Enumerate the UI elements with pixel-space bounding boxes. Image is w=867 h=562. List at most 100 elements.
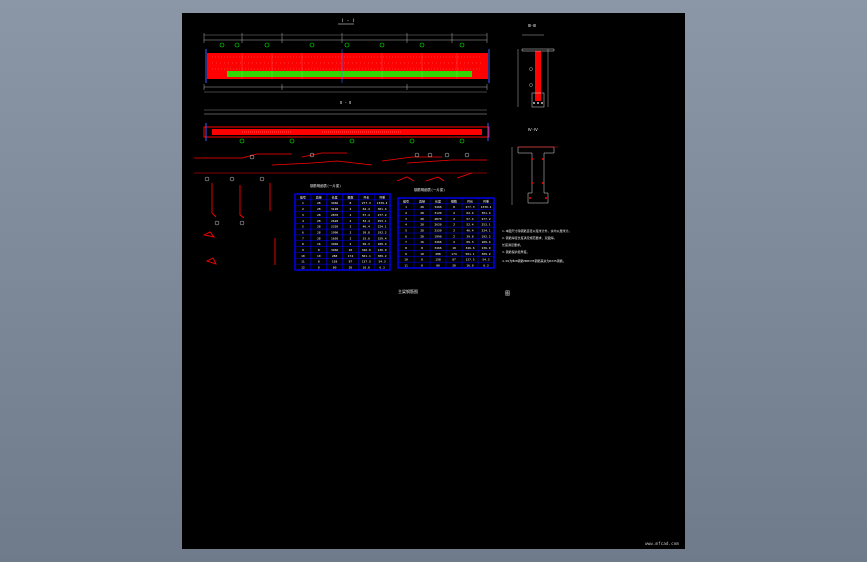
table-1-cell: 137.5 <box>362 260 371 264</box>
table-1-cell: 224.1 <box>378 225 387 229</box>
table-1-cell: 8 <box>318 260 320 264</box>
table-1-cell: 2320 <box>331 225 338 229</box>
watermark-stamp: www.mfcad.com <box>645 541 679 546</box>
note-1: 1.本图尺寸除钢筋直径以毫米计外，余均以厘米计。 <box>502 228 572 233</box>
table-2-cell: 69.3 <box>466 240 473 244</box>
note-5: 4.N1为Φ28钢筋HRB335钢筋其余为R235钢筋。 <box>502 258 566 263</box>
table-2-cell: 501.1 <box>465 252 474 256</box>
table-1-cell: 2 <box>350 242 352 246</box>
table-2-cell: 2 <box>453 223 455 227</box>
table-2-header-cell: 共重 <box>483 198 489 203</box>
table-1-cell: 28 <box>317 225 321 229</box>
table-1-cell: 11 <box>301 260 305 264</box>
drawing-viewport[interactable]: Ⅰ - Ⅰ <box>182 13 685 549</box>
table-1-cell: 5 <box>302 225 304 229</box>
table-1-cell: 277.2 <box>378 213 387 217</box>
table-2-cell: 10 <box>420 252 424 256</box>
table-2-cell: 1339.4 <box>481 205 492 209</box>
table-1-cell: 16.0 <box>363 266 370 270</box>
table-1-cell: 33.0 <box>363 236 370 240</box>
table-1-cell: 1990 <box>331 230 338 234</box>
table-2-cell: 158 <box>435 258 441 262</box>
table-2-cell: 301.4 <box>481 211 490 215</box>
table-2-cell: 2320 <box>434 229 441 233</box>
table-2-cell: 62.4 <box>466 211 473 215</box>
table-2-cell: 192.2 <box>481 234 490 238</box>
table-1-cell: 4 <box>302 219 304 223</box>
table-2-header-cell: 直径 <box>419 198 425 203</box>
section-title-mid: Ⅱ - Ⅱ <box>340 100 351 105</box>
table-1-cell: 39.8 <box>363 230 370 234</box>
table-2-cell: 16 <box>420 240 424 244</box>
table-1-cell: 2 <box>302 207 304 211</box>
section-b-label: Ⅳ-Ⅳ <box>528 127 538 132</box>
table-2-cell: 6.3 <box>483 264 489 268</box>
table-2-cell: 16.0 <box>466 264 473 268</box>
table-2-cell: 9 <box>405 252 407 256</box>
table-2-cell: 28 <box>420 205 424 209</box>
table-2-cell: 3466 <box>434 240 441 244</box>
table-2-cell: 2 <box>453 211 455 215</box>
cad-drawing[interactable]: Ⅰ - Ⅰ <box>182 13 685 549</box>
table-1-cell: 2870 <box>331 213 338 217</box>
table-2-cell: 277.2 <box>481 217 490 221</box>
table-2-cell: 137.5 <box>465 258 474 262</box>
table-1-cell: 253.1 <box>378 219 387 223</box>
table-1-cell: 136.9 <box>378 248 387 252</box>
drawing-label: 主梁钢筋图 <box>398 288 418 294</box>
table-1-cell: 2620 <box>331 219 338 223</box>
table-1-cell: 346.6 <box>362 248 371 252</box>
table-1-cell: 28 <box>317 236 321 240</box>
cross-section-b: Ⅳ-Ⅳ <box>511 127 558 205</box>
table-2-cell: 174 <box>451 252 457 256</box>
table-2-cell: 80 <box>436 264 440 268</box>
table-1-header-cell: 根数 <box>347 194 353 199</box>
table-2-cell: 10 <box>452 246 456 250</box>
table-2-header-cell: 根数 <box>451 198 457 203</box>
table-1-cell: 20 <box>349 266 353 270</box>
elevation-view-1: Ⅰ - Ⅰ <box>203 18 490 93</box>
table-2-cell: 3 <box>405 217 407 221</box>
table-2-cell: 1990 <box>434 234 441 238</box>
table-2-cell: 8 <box>453 205 455 209</box>
table-1-cell: 12 <box>301 266 305 270</box>
table-1-cell: 2 <box>350 225 352 229</box>
table-2-cell: 2 <box>453 240 455 244</box>
table-1-cell: 6.3 <box>379 266 385 270</box>
table-1-cell: 8 <box>350 201 352 205</box>
table-2-cell: 224.1 <box>481 229 490 233</box>
table-2-cell: 11 <box>404 264 408 268</box>
table-2-cell: 2 <box>453 234 455 238</box>
table-1-cell: 277.3 <box>362 201 371 205</box>
table-1-cell: 2 <box>350 230 352 234</box>
table-2-cell: 8 <box>405 246 407 250</box>
table-2-cell: 87 <box>452 258 456 262</box>
table-1-cell: 2 <box>350 207 352 211</box>
table-2-cell: 10 <box>404 258 408 262</box>
table-2-cell: 3466 <box>434 246 441 250</box>
table-1-cell: 57.4 <box>363 213 370 217</box>
table-1-cell: 10 <box>317 254 321 258</box>
table-2-cell: 28 <box>420 211 424 215</box>
table-1-cell: 46.4 <box>363 225 370 229</box>
table-2-cell: 28 <box>420 229 424 233</box>
table-1-cell: 109.4 <box>378 242 387 246</box>
table-2-cell: 2 <box>453 217 455 221</box>
table-1-cell: 28 <box>317 213 321 217</box>
table-2-cell: 1 <box>405 205 407 209</box>
table-1-title: 钢筋明细表(一片梁) <box>310 183 341 188</box>
table-1-cell: 9 <box>302 248 304 252</box>
table-1-cell: 159.4 <box>378 236 387 240</box>
table-1-header-cell: 直径 <box>316 194 322 199</box>
table-1-cell: 54.3 <box>378 260 385 264</box>
table-1-cell: 80 <box>333 266 337 270</box>
table-2-header-cell: 长度 <box>435 198 441 203</box>
table-2-cell: 28 <box>420 217 424 221</box>
table-1-header-cell: 长度 <box>332 194 338 199</box>
table-1-cell: 288 <box>332 254 338 258</box>
table-2-title: 钢筋明细表(一片梁) <box>414 187 445 192</box>
table-1-cell: 8 <box>318 248 320 252</box>
table-2-cell: 109.4 <box>481 240 490 244</box>
table-2-cell: 2 <box>453 229 455 233</box>
note-4: 3.钢筋保护层厚度。 <box>502 249 530 254</box>
